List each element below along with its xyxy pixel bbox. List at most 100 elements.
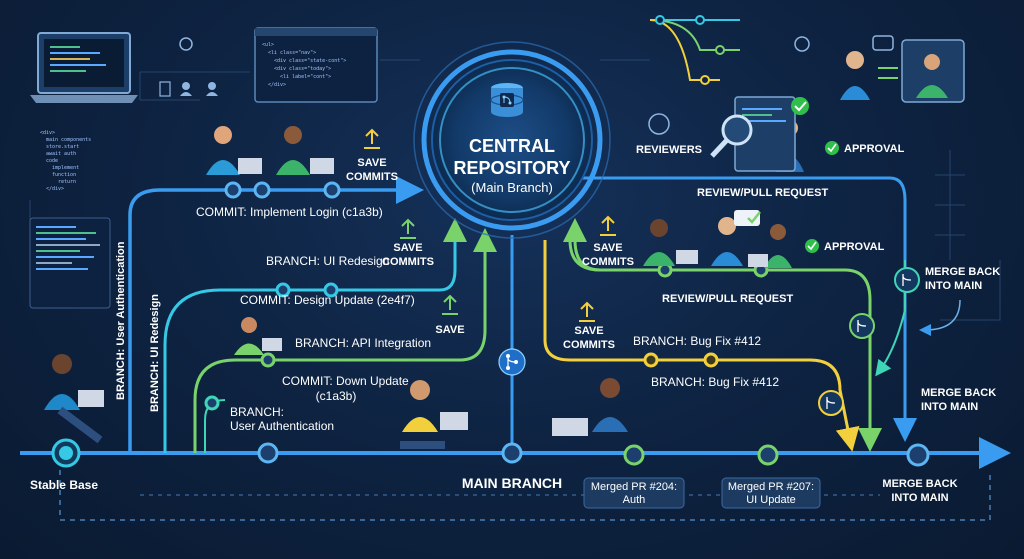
chat-bubble-icon <box>872 35 894 51</box>
review-second-back-path <box>563 218 700 272</box>
save-commits-3-line2: COMMITS <box>582 256 634 268</box>
chat-bubble-icon <box>648 113 670 135</box>
bottom-dashed-loop <box>59 470 991 521</box>
upload-icon <box>364 128 380 149</box>
github-icon-right <box>794 36 810 52</box>
merge-back-mid-line1: MERGE BACK <box>921 387 996 399</box>
commit-node[interactable] <box>204 395 220 411</box>
merge-back-bottom-line1: MERGE BACK <box>882 478 957 490</box>
document-icon <box>159 81 171 97</box>
code-panel-left <box>29 217 111 309</box>
reviewers-label: REVIEWERS <box>636 144 702 156</box>
save-commits-4-line2: COMMITS <box>563 339 615 351</box>
commit-down-line1: COMMIT: Down Update <box>282 374 409 388</box>
svg-text:main components: main components <box>46 137 91 143</box>
merged-pr-ui-line2: UI Update <box>746 494 796 506</box>
avatar <box>901 39 965 103</box>
commit-node[interactable] <box>253 181 271 199</box>
svg-text:</div>: </div> <box>268 82 286 88</box>
upload-icon <box>400 218 416 239</box>
avatar <box>44 354 104 444</box>
branch-user-auth-vertical: BRANCH: User Authentication <box>115 241 127 400</box>
commit-design-label: COMMIT: Design Update (2e4f7) <box>240 293 415 307</box>
commit-node[interactable] <box>623 444 645 466</box>
commit-login-label: COMMIT: Implement Login (c1a3b) <box>196 205 383 219</box>
merged-pr-ui-badge[interactable] <box>721 477 821 509</box>
commit-node[interactable] <box>643 352 659 368</box>
commit-node[interactable] <box>906 443 930 467</box>
upload-icon <box>442 294 458 315</box>
merge-side-arrow <box>919 299 961 336</box>
svg-text:<li class="nav">: <li class="nav"> <box>268 50 316 56</box>
avatar <box>643 219 698 266</box>
svg-text:<ul>: <ul> <box>262 42 274 48</box>
merge-back-line2: INTO MAIN <box>925 280 982 292</box>
svg-text:</div>: </div> <box>46 186 64 192</box>
laptop-icon <box>30 32 138 103</box>
commit-node[interactable] <box>501 442 523 464</box>
bug-fix-path <box>543 240 860 452</box>
commit-node[interactable] <box>323 282 339 298</box>
git-graph-icon <box>649 15 740 85</box>
swap-arrows-icon <box>878 67 898 79</box>
github-icon <box>179 37 193 51</box>
merge-back-mid-line2: INTO MAIN <box>921 401 978 413</box>
branch-user-auth-path <box>128 176 424 453</box>
svg-text:<div class="state-cont">: <div class="state-cont"> <box>274 58 346 64</box>
commit-node[interactable] <box>224 181 242 199</box>
commit-node[interactable] <box>275 282 291 298</box>
approval-label-1: APPROVAL <box>844 143 905 155</box>
stable-base-label: Stable Base <box>30 478 98 492</box>
avatar <box>552 378 628 436</box>
approval-check-icon <box>825 141 839 155</box>
approval-check-icon <box>805 239 819 253</box>
commit-node[interactable] <box>703 352 719 368</box>
save-commits-2-line2: COMMITS <box>382 256 434 268</box>
save-commits-3-line1: SAVE <box>593 242 622 254</box>
svg-text:<li label="cont">: <li label="cont"> <box>280 74 331 80</box>
hub-title-line1: CENTRAL <box>469 136 555 156</box>
avatar <box>234 317 282 355</box>
svg-text:<div>: <div> <box>40 130 55 136</box>
bug-fix-label-1: BRANCH: Bug Fix #412 <box>633 334 761 348</box>
developer-avatars <box>44 39 965 449</box>
merged-pr-auth-line2: Auth <box>623 494 646 506</box>
git-merge-icon <box>498 348 526 376</box>
review-pr-label-1: REVIEW/PULL REQUEST <box>697 187 828 199</box>
review-top-path <box>570 176 917 442</box>
check-badge-icon <box>791 97 809 115</box>
branch-ui-redesign-label: BRANCH: UI Redesign <box>266 254 389 268</box>
code-window-icon: <ul> <li class="nav"> <div class="state-c… <box>254 27 378 103</box>
user-icon <box>206 82 218 96</box>
svg-text:return: return <box>58 179 76 185</box>
commit-node[interactable] <box>757 444 779 466</box>
merged-pr-auth-badge[interactable] <box>583 477 685 509</box>
merge-back-line1: MERGE BACK <box>925 266 1000 278</box>
merge-badge-icons <box>818 267 920 416</box>
review-pr-label-2: REVIEW/PULL REQUEST <box>662 293 793 305</box>
save-label: SAVE <box>435 324 464 336</box>
user-icon <box>180 82 192 96</box>
save-commits-2-line1: SAVE <box>393 242 422 254</box>
central-repository-hub[interactable] <box>413 41 611 239</box>
database-icon <box>490 83 524 117</box>
merged-pr-ui-line1: Merged PR #207: <box>728 481 814 493</box>
commit-node[interactable] <box>260 352 276 368</box>
avatar <box>748 224 792 268</box>
merged-pr-auth-line1: Merged PR #204: <box>591 481 677 493</box>
hub-subtitle: (Main Branch) <box>471 180 553 195</box>
commit-node[interactable] <box>323 181 341 199</box>
merge-loop-path <box>875 260 906 377</box>
commit-node[interactable] <box>257 442 279 464</box>
svg-text:await auth: await auth <box>46 151 76 157</box>
commit-nodes <box>51 181 930 468</box>
bug-fix-label-2: BRANCH: Bug Fix #412 <box>651 375 779 389</box>
save-commits-1-line2: COMMITS <box>346 171 398 183</box>
avatar <box>400 380 468 449</box>
svg-text:<div class="today">: <div class="today"> <box>274 66 331 72</box>
upload-icon <box>579 301 595 322</box>
save-commits-4-line1: SAVE <box>574 325 603 337</box>
